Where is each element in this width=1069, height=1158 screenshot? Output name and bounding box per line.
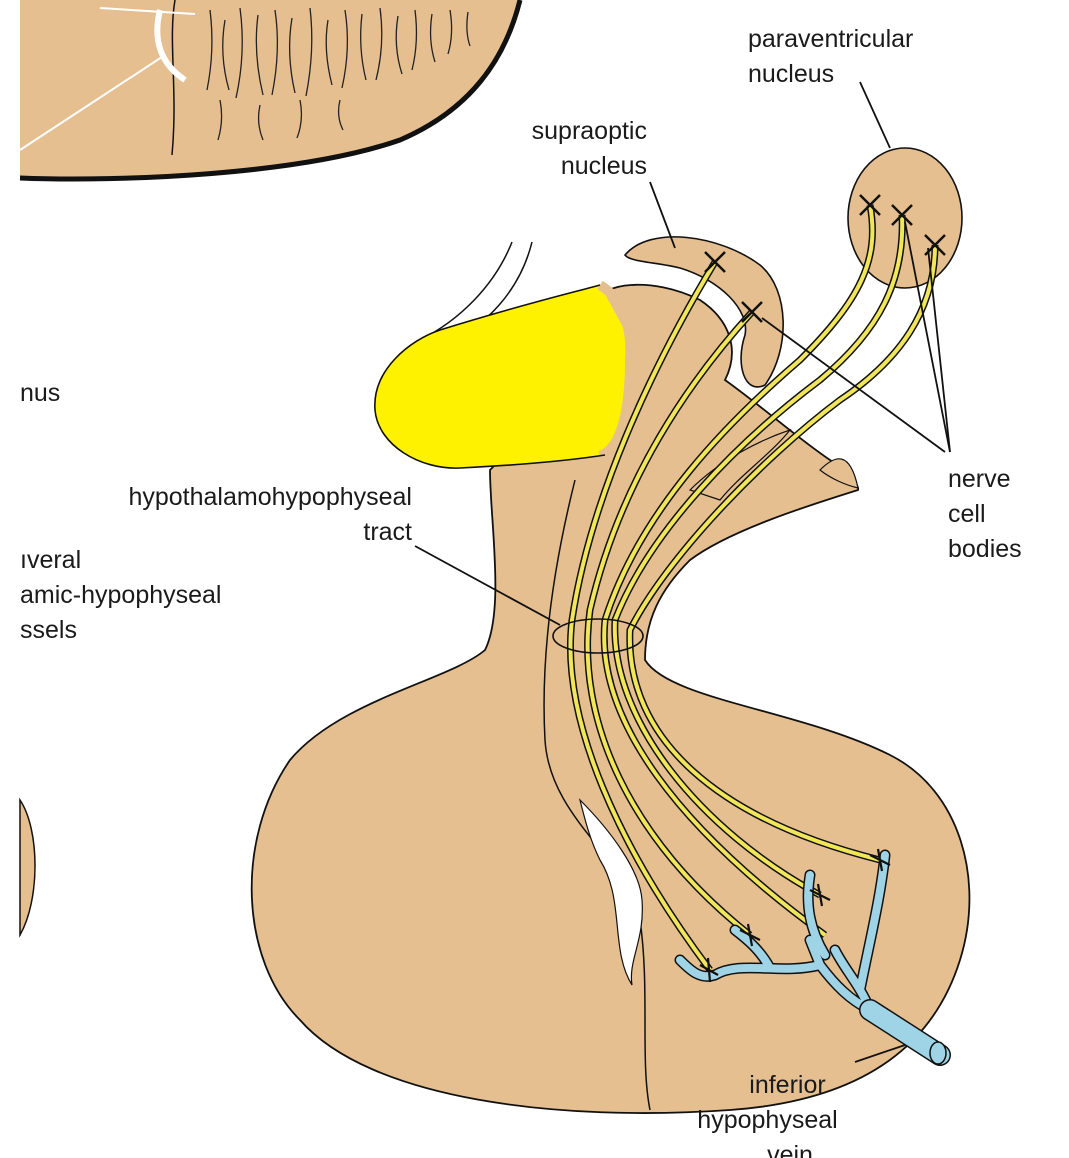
inferior-hypophyseal-vein-label: inferior hypophyseal vein: [675, 1068, 860, 1158]
optic-chiasm: [375, 285, 630, 468]
left-edge-structure: [20, 800, 35, 935]
hypothalamohypophyseal-tract-label: hypothalamohypophyseal tract: [20, 480, 412, 550]
partial-label-vessels: ıveral amic-hypophyseal ssels: [20, 543, 222, 648]
brain-fragment-top-left: [20, 0, 520, 179]
partial-label-nus: nus: [20, 376, 60, 411]
nerve-cell-bodies-label: nerve cell bodies: [948, 462, 1022, 567]
supraoptic-nucleus-label: supraoptic nucleus: [485, 114, 647, 184]
paraventricular-nucleus-label: paraventricular nucleus: [748, 22, 913, 92]
